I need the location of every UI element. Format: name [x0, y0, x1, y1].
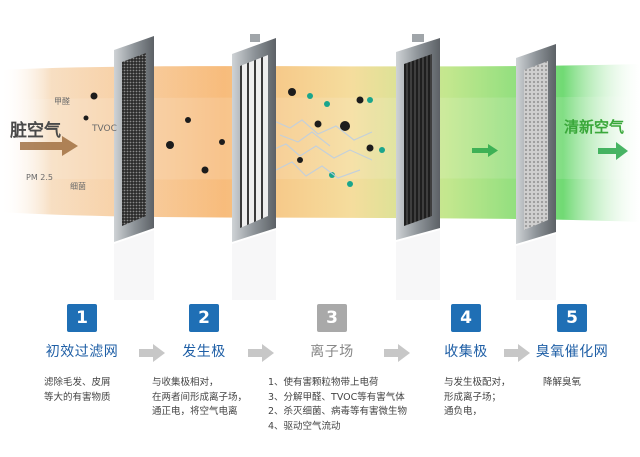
clean-air-arrows: [472, 142, 628, 160]
step-title: 初效过滤网: [45, 344, 119, 360]
step-5-description: 降解臭氧: [543, 377, 582, 388]
step-title: 发生极: [182, 344, 226, 360]
particle-label-formaldehyde: 甲醛: [54, 97, 70, 106]
arrow-right-icon: [384, 344, 410, 362]
step-title: 离子场: [310, 344, 354, 360]
particle-label-tvoc: TVOC: [92, 124, 117, 134]
airflow-band: [0, 64, 640, 222]
arrow-right-icon: [248, 344, 274, 362]
particle-label-pm25: PM 2.5: [26, 173, 53, 182]
ozone-catalyst-panel: [516, 44, 556, 300]
step-4-description: 与发生极配对， 形成离子场； 通负电，: [444, 377, 511, 417]
step-5: 5 臭氧催化网: [512, 304, 632, 361]
step-2-description: 与收集极相对， 在两者间形成离子场， 通正电，将空气电离: [152, 377, 248, 417]
step-2: 2 发生极: [144, 304, 264, 361]
step-number: 5: [557, 304, 587, 332]
step-1-description: 滤除毛发、皮屑 等大的有害物质: [44, 377, 111, 403]
step-4: 4 收集极: [406, 304, 526, 361]
step-3-description: 1、使有害颗粒物带上电荷 3、分解甲醛、TVOC等有害气体 2、杀灭细菌、病毒等…: [268, 377, 408, 432]
primary-filter-panel: [114, 36, 154, 300]
particle-label-bacteria: 细菌: [70, 182, 86, 191]
collector-electrode-panel: [396, 34, 440, 300]
arrow-right-icon: [504, 344, 530, 362]
step-number: 1: [67, 304, 97, 332]
clean-air-label: 清新空气: [564, 118, 625, 136]
step-title: 臭氧催化网: [535, 344, 609, 360]
scene-graphic: [0, 34, 640, 300]
step-1: 1 初效过滤网: [22, 304, 142, 361]
step-3: 3 离子场: [272, 304, 392, 361]
step-title: 收集极: [444, 344, 488, 360]
dirty-air-label: 脏空气: [10, 121, 61, 141]
purification-scene: 脏空气 甲醛 TVOC PM 2.5 细菌 清新空气: [0, 34, 640, 300]
step-number: 2: [189, 304, 219, 332]
step-number: 3: [317, 304, 347, 332]
generator-electrode-panel: [232, 34, 276, 300]
lightning-arcs: [271, 119, 373, 179]
dirty-air-arrow: [20, 136, 78, 156]
arrow-right-icon: [139, 344, 165, 362]
process-steps: 1 初效过滤网 滤除毛发、皮屑 等大的有害物质 2 发生极 与收集极相对， 在两…: [0, 304, 640, 457]
step-number: 4: [451, 304, 481, 332]
